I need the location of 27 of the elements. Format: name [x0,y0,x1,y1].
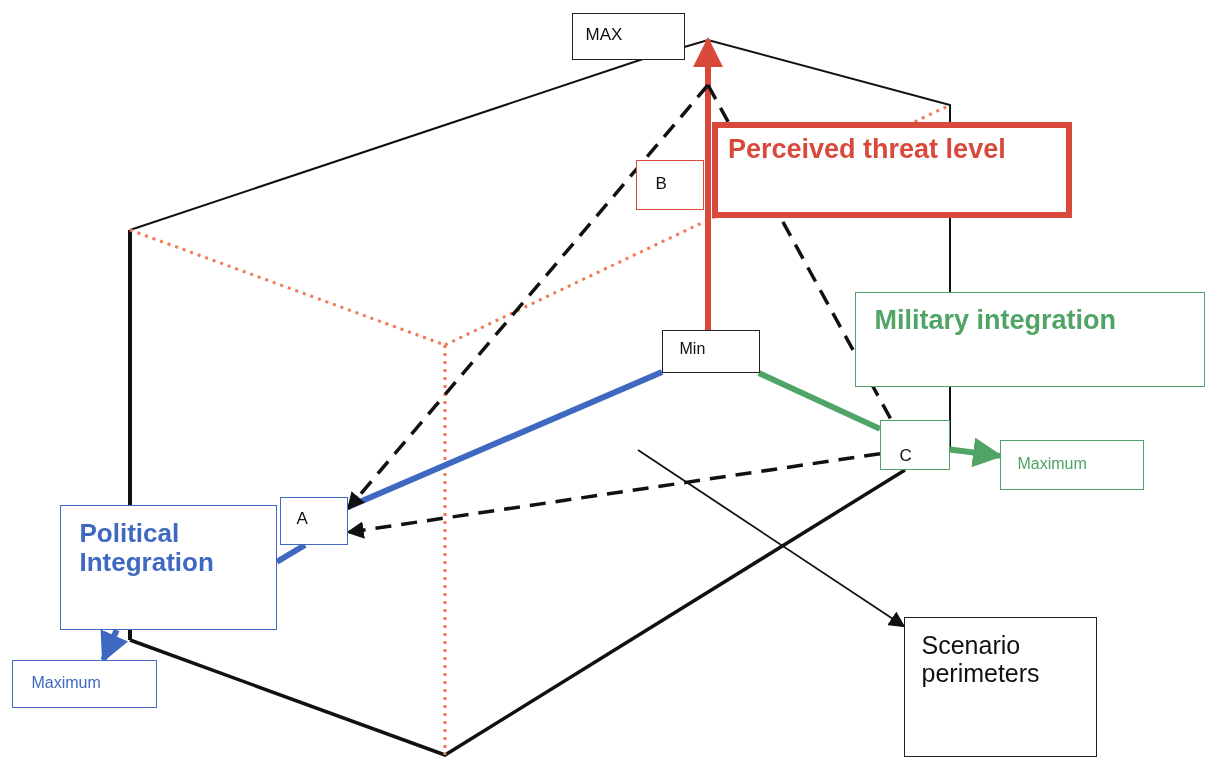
label-box [280,497,348,545]
box-label: A [296,508,308,529]
label-box [904,617,1097,757]
label-box [60,505,277,630]
box-label: Maximum [31,673,101,692]
label-box [1000,440,1144,490]
connector [346,451,881,539]
connector [693,37,723,330]
box-label: Min [679,339,706,358]
box-label: B [655,173,667,194]
label-box [712,122,1072,218]
label-box [662,330,760,373]
arrow [637,449,906,628]
box-label: MAX [585,24,623,45]
box-label: Scenario perimeters [921,630,1041,688]
label-box [636,160,704,210]
box-label: Political Integration [79,518,215,579]
box-label: Maximum [1017,454,1087,473]
label-box [880,420,950,470]
connector [757,370,882,432]
box-label: Perceived threat level [728,134,1006,166]
label-box [12,660,157,708]
label-box [572,13,685,60]
box-label: C [899,445,912,466]
box-label: Military integration [874,304,1117,336]
arrow [346,83,710,511]
label-box [855,292,1205,387]
